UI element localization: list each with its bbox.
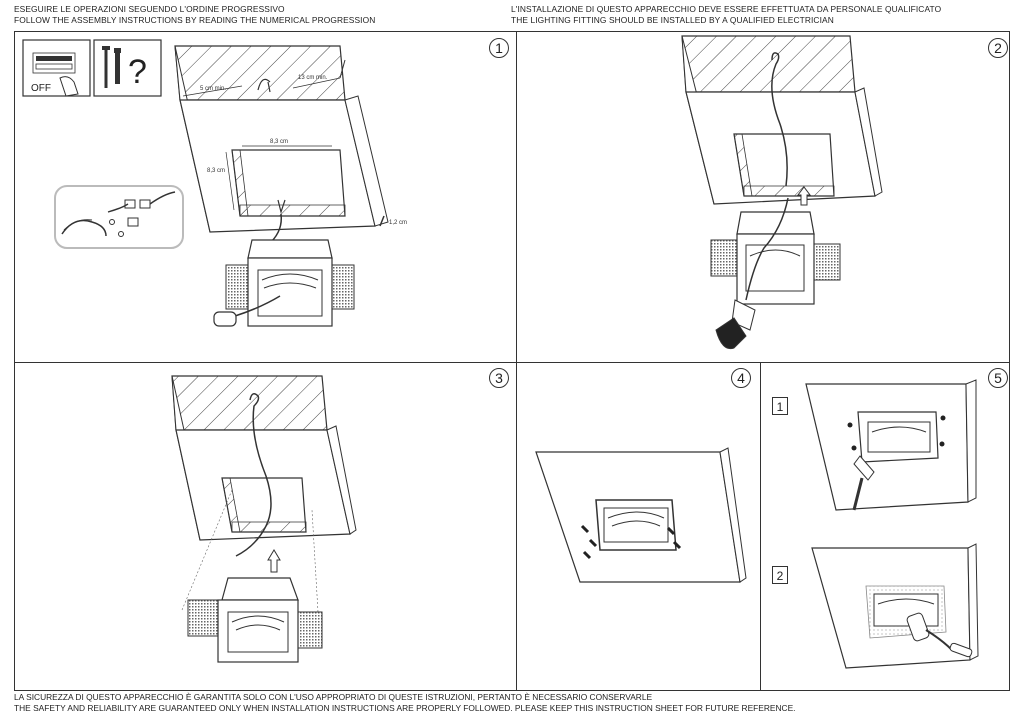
- fixture-step2: [710, 197, 841, 350]
- step5-substep-1: 1: [772, 397, 788, 415]
- header-left-line2: FOLLOW THE ASSEMBLY INSTRUCTIONS BY READ…: [14, 15, 376, 25]
- dim-width-label: 8,3 cm: [270, 139, 288, 145]
- instruction-grid: [14, 31, 1010, 691]
- fixture-step3: [187, 577, 323, 663]
- dim-clearance-label: 13 cm min.: [298, 75, 328, 81]
- dim-thickness-label: 1,2 cm: [389, 220, 407, 226]
- step5-illustration: [805, 379, 979, 669]
- grid-divider-horizontal: [14, 362, 1010, 363]
- paintbrush-icon: [852, 455, 875, 511]
- tools-box: [93, 39, 162, 97]
- header-left: ESEGUIRE LE OPERAZIONI SEGUENDO L'ORDINE…: [14, 4, 375, 26]
- footer-notice: LA SICUREZZA DI QUESTO APPARECCHIO È GAR…: [14, 692, 796, 714]
- grid-divider-vertical: [516, 31, 517, 691]
- footer-line1: LA SICUREZZA DI QUESTO APPARECCHIO È GAR…: [14, 692, 653, 702]
- step4-illustration: [535, 447, 747, 583]
- dim-height-label: 8,3 cm: [207, 168, 225, 174]
- step3-illustration: [171, 375, 357, 663]
- switch-off-label: OFF: [31, 83, 51, 94]
- step2-illustration: [681, 35, 883, 350]
- screw-icon: [102, 46, 110, 88]
- step-number-4: 4: [731, 368, 751, 388]
- step-number-1: 1: [489, 38, 509, 58]
- footer-line2: THE SAFETY AND RELIABILITY ARE GUARANTEE…: [14, 703, 796, 713]
- step-number-5: 5: [988, 368, 1008, 388]
- step1-illustration: OFF ?: [22, 39, 407, 327]
- header-left-line1: ESEGUIRE LE OPERAZIONI SEGUENDO L'ORDINE…: [14, 4, 285, 14]
- header-right-line2: THE LIGHTING FITTING SHOULD BE INSTALLED…: [511, 15, 834, 25]
- screw-icon: [580, 524, 682, 560]
- step-number-2: 2: [988, 38, 1008, 58]
- fixture-step1: [213, 239, 355, 327]
- step5-substep-2: 2: [772, 566, 788, 584]
- switch-off-icon: [22, 39, 91, 97]
- step-number-3: 3: [489, 368, 509, 388]
- roller-icon: [906, 612, 973, 658]
- anchor-icon: [114, 48, 121, 84]
- dim-depth-label: 5 cm min.: [200, 86, 226, 92]
- grid-divider-vertical-lower: [760, 362, 761, 691]
- question-icon: ?: [128, 53, 147, 91]
- header-right-line1: L'INSTALLAZIONE DI QUESTO APPARECCHIO DE…: [511, 4, 942, 14]
- wiring-detail-callout: [54, 185, 184, 249]
- header-right: L'INSTALLAZIONE DI QUESTO APPARECCHIO DE…: [511, 4, 941, 26]
